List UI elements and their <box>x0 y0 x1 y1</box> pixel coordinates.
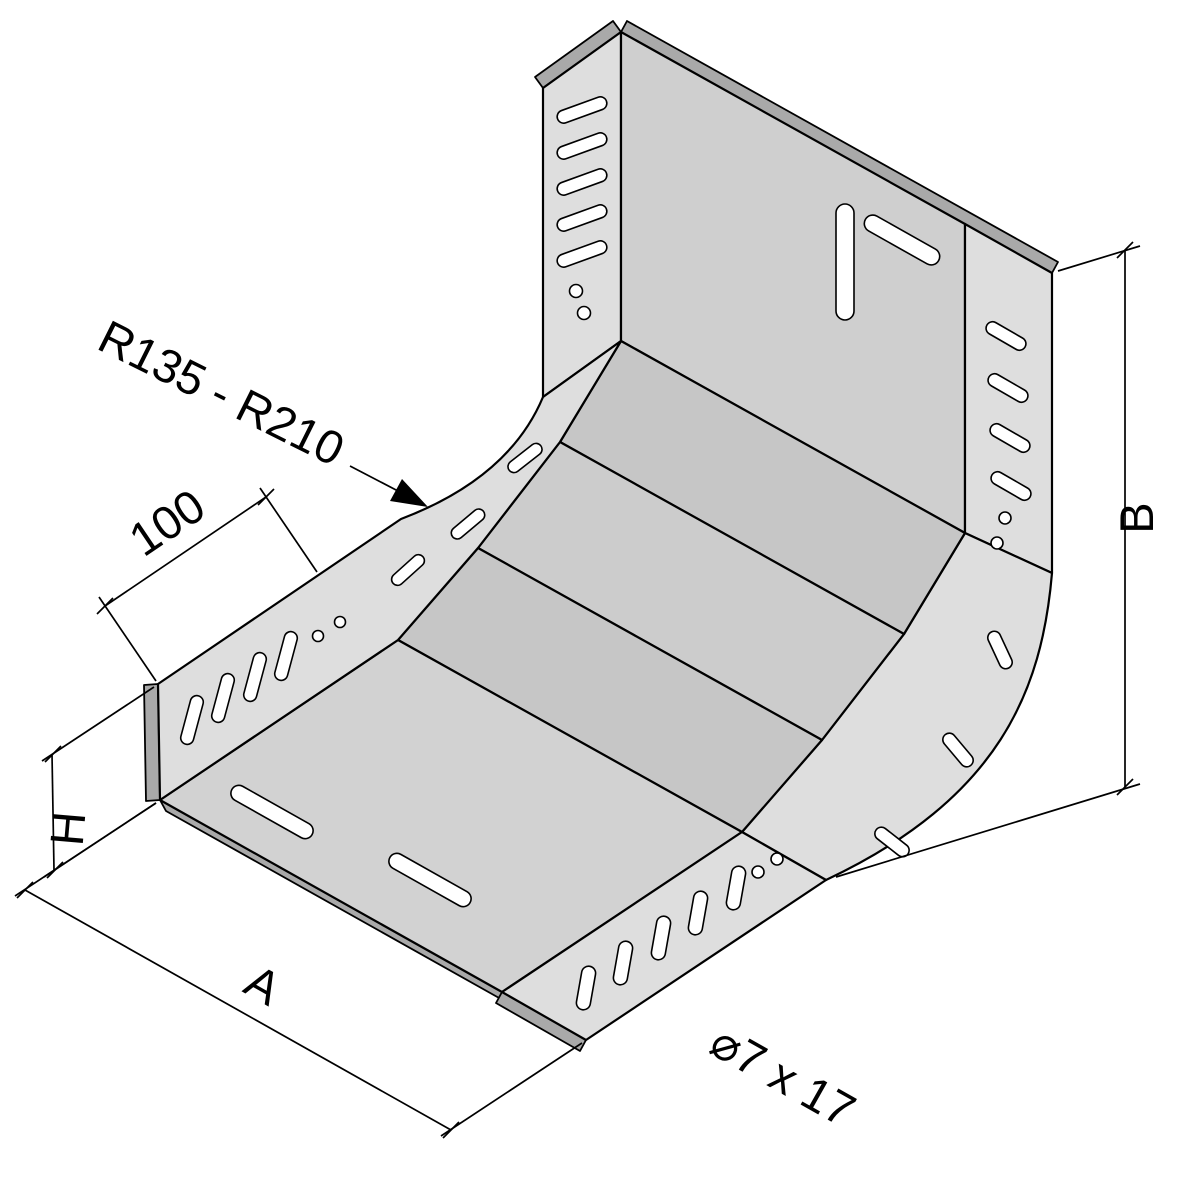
length-100-label: 100 <box>119 478 214 566</box>
slot-hole <box>942 732 974 768</box>
extension-line <box>440 1042 583 1137</box>
slot-hole <box>650 915 672 961</box>
height-b-label: B <box>1110 502 1163 533</box>
top-face-slots <box>835 203 941 321</box>
height-h-label: H <box>40 809 96 847</box>
dimension-tick <box>44 745 62 763</box>
slot-hole <box>210 672 236 724</box>
dimension-line <box>24 889 452 1131</box>
dimension-tick <box>96 597 114 615</box>
extension-line <box>1057 245 1141 272</box>
slot-hole <box>556 240 608 268</box>
extension-line <box>259 487 318 573</box>
dimension-tick <box>257 488 275 506</box>
slot-hole <box>230 784 314 840</box>
extension-line <box>98 596 157 682</box>
round-hole <box>333 615 347 629</box>
dim-slot-size: ⌀7 x 17 <box>702 1014 864 1137</box>
slot-hole <box>987 372 1029 404</box>
slot-hole <box>450 508 486 540</box>
dimension-tick <box>442 1121 460 1139</box>
slot-hole <box>390 553 426 587</box>
round-hole <box>751 865 765 879</box>
dimension-tick <box>16 881 34 899</box>
inner-band-perforations <box>179 442 543 746</box>
dimension-line <box>104 496 267 607</box>
extension-line <box>14 802 157 897</box>
slot-size-label: ⌀7 x 17 <box>702 1014 864 1137</box>
slot-hole <box>986 630 1014 670</box>
extension-line <box>41 686 155 762</box>
inner-radius-rail-band <box>156 339 623 802</box>
slot-hole <box>687 890 709 936</box>
slot-hole <box>985 320 1027 352</box>
slot-hole <box>725 865 747 911</box>
extension-line <box>835 783 1141 878</box>
dimension-tick <box>1116 241 1134 259</box>
slot-hole <box>863 214 941 266</box>
bottom-right-rail-perforations <box>575 852 784 1011</box>
slot-hole <box>556 204 608 232</box>
radius-arrowhead-icon <box>390 479 428 507</box>
dimension-tick <box>1116 778 1134 796</box>
outer-band-perforations <box>874 630 1014 858</box>
width-a-label: A <box>236 954 290 1016</box>
round-hole <box>568 283 584 299</box>
slot-hole <box>556 96 608 124</box>
dim-b: B <box>835 241 1163 878</box>
round-hole <box>990 536 1004 550</box>
radius-label: R135 - R210 <box>91 310 353 476</box>
dim-h: H <box>40 686 157 879</box>
dimension-line <box>51 753 55 871</box>
round-hole <box>311 629 325 643</box>
slot-hole <box>990 470 1032 502</box>
round-hole <box>998 511 1012 525</box>
round-hole <box>770 852 784 866</box>
slot-hole <box>575 965 597 1011</box>
slot-hole <box>179 694 205 746</box>
slot-hole <box>242 651 268 703</box>
slot-hole <box>989 422 1031 454</box>
slot-hole <box>507 442 543 474</box>
dim-radius: R135 - R210 <box>91 310 428 507</box>
top-right-rail-perforations <box>985 320 1032 550</box>
top-left-rail-perforations <box>556 96 608 321</box>
bottom-face-slots <box>230 784 472 908</box>
slot-hole <box>612 940 634 986</box>
slot-hole <box>273 630 299 682</box>
radius-leader-line <box>349 465 399 492</box>
round-hole <box>576 305 592 321</box>
slot-hole <box>556 132 608 160</box>
slot-hole <box>556 168 608 196</box>
slot-hole <box>835 203 855 321</box>
slot-hole <box>388 852 472 908</box>
